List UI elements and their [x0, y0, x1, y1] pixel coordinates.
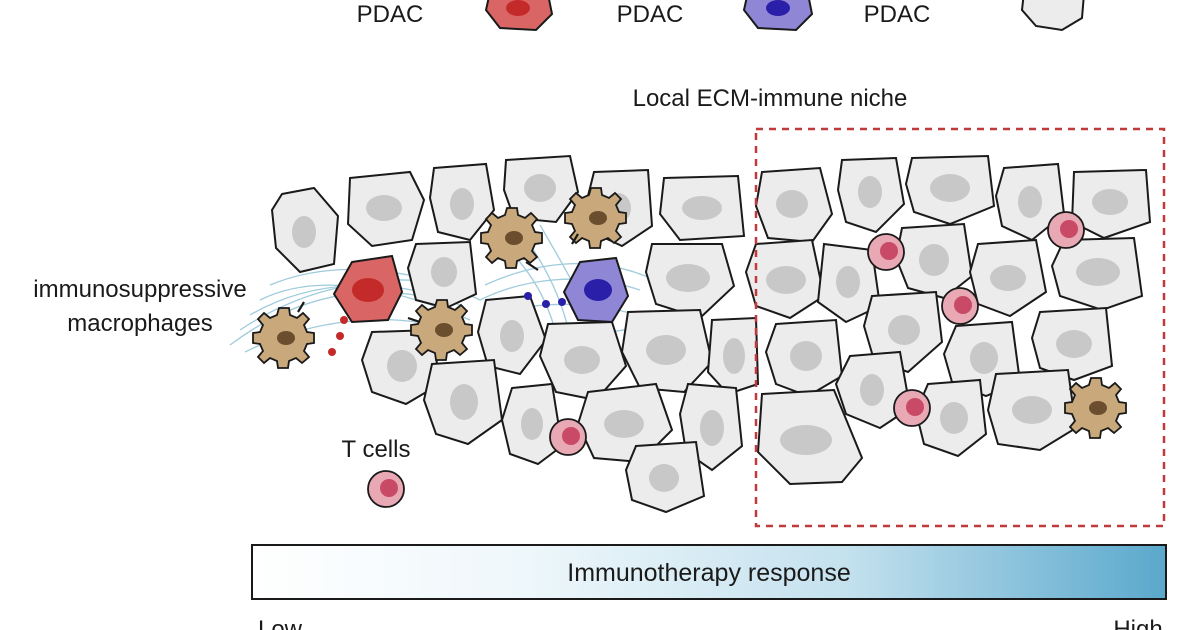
response-gradient — [251, 544, 1167, 600]
tumor-cell — [862, 290, 944, 374]
tumor-cell — [756, 388, 864, 486]
niche-label: Local ECM-immune niche — [633, 85, 908, 112]
tumor-cell — [658, 174, 746, 242]
tumor-cell — [894, 222, 974, 300]
tumor-cell — [744, 238, 826, 320]
macrophages-label-line1: immunosuppressive — [33, 276, 246, 303]
response-title: Immunotherapy response — [567, 559, 850, 587]
tumor-cell — [500, 382, 564, 466]
t-cell — [867, 233, 905, 271]
tumor-cell — [986, 368, 1078, 452]
tumor-cell — [904, 154, 996, 226]
t-cells — [367, 211, 1085, 508]
macrophage — [564, 187, 627, 249]
tumor-cell — [502, 154, 580, 224]
response-high-label: High — [1113, 616, 1162, 630]
red-secreted-factors — [328, 316, 348, 356]
t-cell — [1047, 211, 1085, 249]
cell-contacts — [297, 233, 579, 324]
macrophage — [410, 299, 473, 361]
tumor-cell — [764, 318, 844, 398]
tumor-cell — [1050, 236, 1144, 312]
legend-label-3: PDAC — [864, 1, 931, 28]
tumor-cell — [754, 166, 834, 244]
purple-cancer-cell — [562, 256, 630, 324]
tumor-cell — [968, 238, 1048, 318]
tumor-cell — [834, 350, 912, 430]
tumor-cell — [406, 240, 478, 310]
t-cell — [549, 418, 587, 456]
tumor-cell — [836, 156, 906, 234]
tumor-cell — [422, 358, 504, 446]
tumor-cell — [706, 316, 760, 396]
t-cell — [941, 287, 979, 325]
t-cell — [367, 470, 405, 508]
t-cells-label: T cells — [342, 436, 411, 463]
response-low-label: Low — [258, 616, 303, 630]
legend: PDAC PDAC PDAC — [357, 0, 1085, 32]
tumor-cell — [270, 186, 340, 274]
blue-secreted-factors — [524, 292, 566, 308]
tumor-cell — [428, 162, 496, 242]
tumor-cell-icon — [1020, 0, 1085, 32]
macrophage — [480, 207, 543, 269]
red-cancer-cell-icon — [484, 0, 554, 32]
purple-cancer-cell-icon — [742, 0, 814, 32]
macrophage — [252, 307, 315, 369]
tumor-cell — [624, 440, 706, 514]
response-bar: Immunotherapy response Low High — [251, 544, 1167, 630]
tumor-cell — [620, 308, 714, 394]
t-cell — [893, 389, 931, 427]
tumor-cell — [576, 382, 674, 464]
tumor-cell — [816, 242, 882, 324]
red-cancer-cell — [332, 254, 404, 324]
legend-label-2: PDAC — [617, 1, 684, 28]
tumor-cell — [1030, 306, 1114, 382]
macrophages-label-line2: macrophages — [67, 310, 212, 337]
macrophage — [1064, 377, 1127, 439]
macrophages — [252, 187, 1127, 439]
tumor-cells — [270, 154, 1152, 514]
legend-label-1: PDAC — [357, 1, 424, 28]
tumor-cell — [346, 170, 426, 248]
tumor-cell — [644, 243, 736, 320]
